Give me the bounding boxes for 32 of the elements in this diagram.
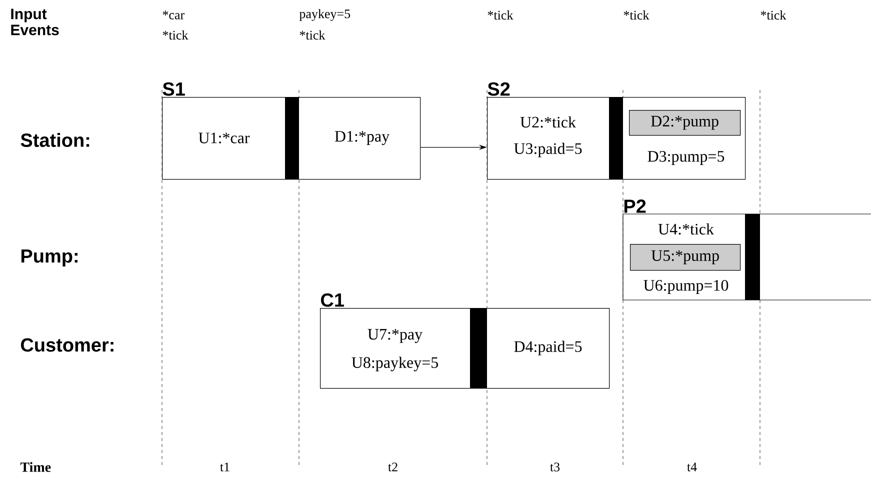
highlight-box: U5:*pump (630, 244, 741, 271)
row-label: Station: (20, 133, 90, 147)
row-label: Customer: (21, 338, 114, 352)
time-label: t3 (550, 462, 560, 472)
box-heading: S1 (162, 82, 185, 96)
event-label: *tick (760, 10, 786, 20)
time-label: t2 (388, 462, 398, 472)
event-label: *tick (624, 10, 650, 20)
row-label: Pump: (21, 250, 78, 266)
event-label: *tick (488, 10, 514, 20)
event-label: paykey=5 (299, 9, 350, 21)
event-label: *tick (300, 30, 326, 40)
highlight-box: D2:*pump (629, 110, 741, 136)
event-label: *tick (162, 30, 188, 40)
axis-heading: Input Events (11, 8, 59, 36)
box-text: D4:paid=5 (514, 340, 582, 356)
box-text: U6:pump=10 (644, 280, 728, 294)
time-label: t4 (687, 462, 697, 472)
box-text: U7:*pay (368, 329, 422, 343)
box-text: D3:pump=5 (648, 151, 724, 165)
box-text: U2:*tick (520, 116, 576, 128)
time-label: t1 (220, 462, 230, 472)
box-text: U1:*car (198, 132, 250, 144)
axis-heading: Time (20, 462, 51, 472)
box-heading: S2 (488, 82, 510, 96)
box-text: U3:paid=5 (514, 142, 582, 158)
box-heading: P2 (624, 200, 646, 213)
box-text: U4:*tick (658, 223, 714, 235)
box-text: D1:*pay (334, 131, 390, 145)
box-heading: C1 (321, 293, 344, 307)
event-label: *car (162, 10, 184, 20)
box-text: U8:paykey=5 (352, 356, 438, 372)
